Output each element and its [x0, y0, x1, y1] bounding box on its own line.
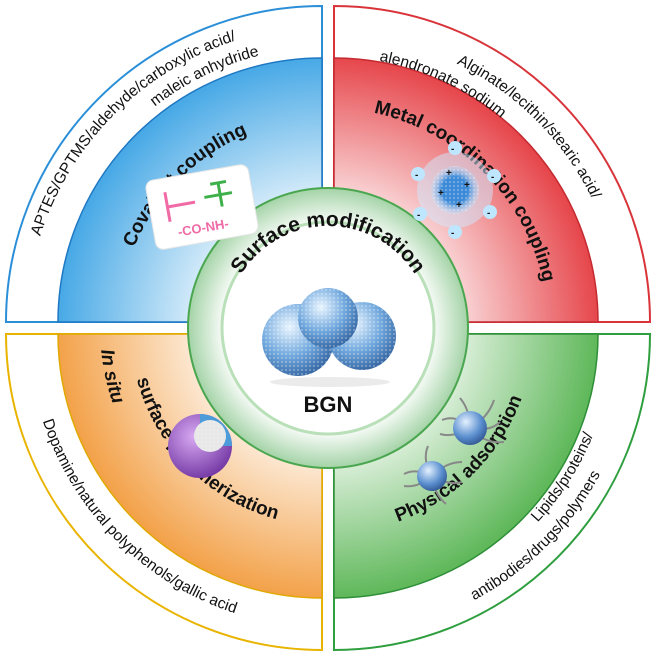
svg-text:-: - [451, 144, 454, 155]
bgn-nanoparticles-icon [262, 288, 396, 387]
svg-text:+: + [456, 200, 462, 211]
svg-text:-: - [491, 172, 494, 183]
core-shell-sphere-icon [168, 414, 232, 478]
svg-text:-: - [487, 208, 490, 219]
amide-bond-icon: -CO-NH- [145, 164, 259, 250]
center-label: BGN [304, 392, 353, 417]
svg-text:-: - [417, 210, 420, 221]
svg-text:+: + [438, 188, 444, 199]
adsorbed-nanoparticles-icon [403, 397, 505, 505]
charged-nanoparticle-icon: - - - - - - + + + + [411, 141, 501, 239]
svg-text:+: + [464, 180, 470, 191]
svg-text:-: - [415, 170, 418, 181]
svg-text:+: + [446, 168, 452, 179]
svg-text:-: - [451, 228, 454, 239]
